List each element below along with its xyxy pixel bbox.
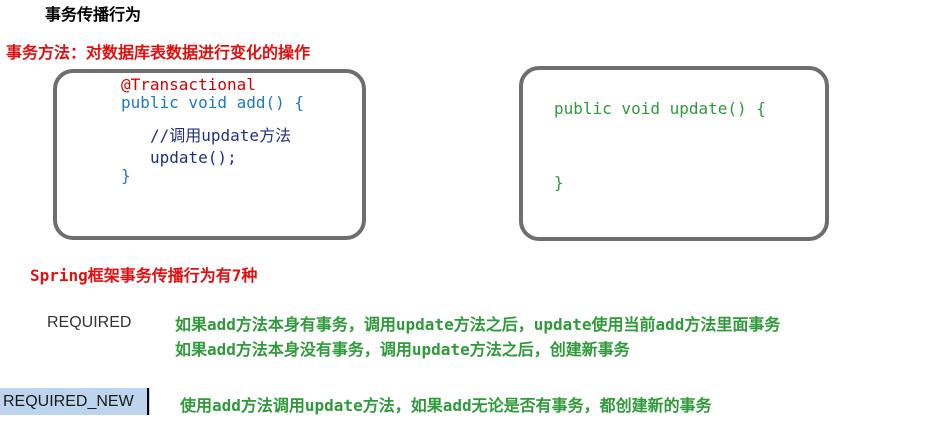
transactional-annotation: @Transactional bbox=[121, 75, 256, 94]
required-description-2: 如果add方法本身没有事务，调用update方法之后，创建新事务 bbox=[175, 340, 630, 359]
page-title: 事务传播行为 bbox=[45, 5, 142, 24]
update-method-box bbox=[519, 66, 829, 241]
required-new-label[interactable]: REQUIRED_NEW bbox=[0, 388, 150, 415]
update-method-signature: public void update() { bbox=[554, 99, 766, 118]
transaction-method-heading: 事务方法：对数据库表数据进行变化的操作 bbox=[6, 43, 311, 62]
required-new-description: 使用add方法调用update方法，如果add无论是否有事务，都创建新的事务 bbox=[180, 396, 712, 415]
required-label: REQUIRED bbox=[47, 314, 132, 331]
add-method-box bbox=[53, 69, 366, 240]
text-cursor bbox=[147, 388, 149, 415]
update-call: update(); bbox=[150, 148, 237, 167]
add-method-signature: public void add() { bbox=[121, 93, 305, 112]
update-method-close-brace: } bbox=[554, 173, 564, 192]
spring-propagation-heading: Spring框架事务传播行为有7种 bbox=[30, 266, 258, 285]
add-method-close-brace: } bbox=[121, 166, 131, 185]
update-call-comment: //调用update方法 bbox=[150, 126, 292, 145]
required-description-1: 如果add方法本身有事务，调用update方法之后，update使用当前add方… bbox=[175, 315, 781, 334]
